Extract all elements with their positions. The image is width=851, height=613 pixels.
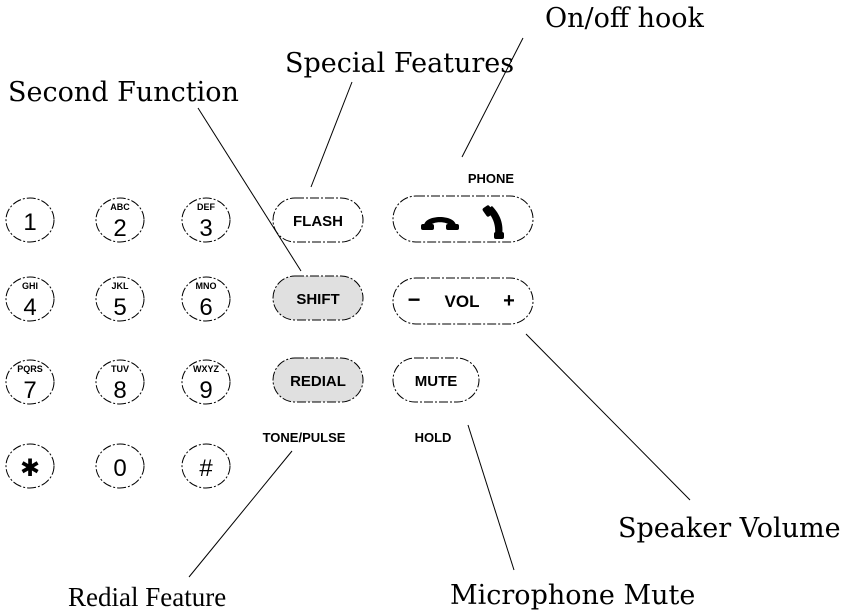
key-letters: DEF xyxy=(197,202,216,212)
callout-microphone-mute: Microphone Mute xyxy=(450,580,695,611)
key-digit: 8 xyxy=(113,377,126,404)
phone-label: PHONE xyxy=(468,171,515,186)
callout-redial-feature: Redial Feature xyxy=(68,582,226,612)
key-star[interactable]: ✱ xyxy=(5,443,55,489)
flash-button[interactable]: FLASH xyxy=(272,197,364,243)
key-4[interactable]: GHI 4 xyxy=(5,276,55,322)
key-digit: 9 xyxy=(199,377,212,404)
key-letters: MNO xyxy=(196,281,217,291)
key-hash[interactable]: # xyxy=(181,443,231,489)
shift-button[interactable]: SHIFT xyxy=(272,275,364,321)
key-0[interactable]: 0 xyxy=(95,443,145,489)
key-digit: ✱ xyxy=(20,455,40,482)
key-digit: # xyxy=(199,455,213,482)
key-9[interactable]: WXYZ 9 xyxy=(181,359,231,405)
redial-button-label: REDIAL xyxy=(290,373,346,390)
key-5[interactable]: JKL 5 xyxy=(95,276,145,322)
callout-second-function: Second Function xyxy=(8,77,239,108)
redial-button[interactable]: REDIAL xyxy=(272,357,364,403)
leader-line-microphone-mute xyxy=(467,424,515,571)
phone-hook-button[interactable] xyxy=(392,195,534,243)
key-digit: 6 xyxy=(199,294,212,321)
key-digit: 5 xyxy=(113,294,126,321)
hold-label: HOLD xyxy=(415,430,452,445)
key-letters: PQRS xyxy=(17,364,43,374)
key-digit: 1 xyxy=(23,209,36,236)
mute-button-label: MUTE xyxy=(415,373,458,390)
leader-line-speaker-volume xyxy=(525,333,691,501)
key-letters: JKL xyxy=(111,281,129,291)
tone-pulse-label: TONE/PULSE xyxy=(263,430,346,445)
leader-line-redial-feature xyxy=(188,450,293,578)
flash-button-label: FLASH xyxy=(293,213,343,230)
mute-button[interactable]: MUTE xyxy=(392,357,480,403)
callout-speaker-volume: Speaker Volume xyxy=(618,513,841,544)
leader-line-special-features xyxy=(310,81,353,188)
key-3[interactable]: DEF 3 xyxy=(181,197,231,243)
key-digit: 0 xyxy=(113,455,126,482)
key-digit: 3 xyxy=(199,215,212,242)
key-1[interactable]: 1 xyxy=(5,197,55,243)
volume-button[interactable]: − VOL + xyxy=(392,277,534,325)
hang-up-handset-icon xyxy=(421,217,459,230)
key-letters: WXYZ xyxy=(193,364,220,374)
key-letters: GHI xyxy=(22,281,38,291)
callout-special-features: Special Features xyxy=(285,48,514,79)
shift-button-label: SHIFT xyxy=(296,291,339,308)
key-digit: 4 xyxy=(23,294,36,321)
key-letters: ABC xyxy=(110,202,130,212)
callout-on-off-hook: On/off hook xyxy=(545,3,705,34)
key-8[interactable]: TUV 8 xyxy=(95,359,145,405)
volume-down-label: − xyxy=(408,287,421,312)
key-letters: TUV xyxy=(111,364,129,374)
key-7[interactable]: PQRS 7 xyxy=(5,359,55,405)
volume-label: VOL xyxy=(445,292,480,311)
volume-up-label: + xyxy=(503,290,515,312)
leader-line-second-function xyxy=(197,107,302,272)
key-2[interactable]: ABC 2 xyxy=(95,197,145,243)
key-digit: 7 xyxy=(23,377,36,404)
key-6[interactable]: MNO 6 xyxy=(181,276,231,322)
off-hook-handset-icon xyxy=(482,205,504,239)
key-digit: 2 xyxy=(113,215,126,242)
number-keypad: 1 ABC 2 DEF 3 GHI 4 JKL 5 MNO 6 xyxy=(5,197,231,489)
leader-line-on-off-hook xyxy=(461,37,524,158)
